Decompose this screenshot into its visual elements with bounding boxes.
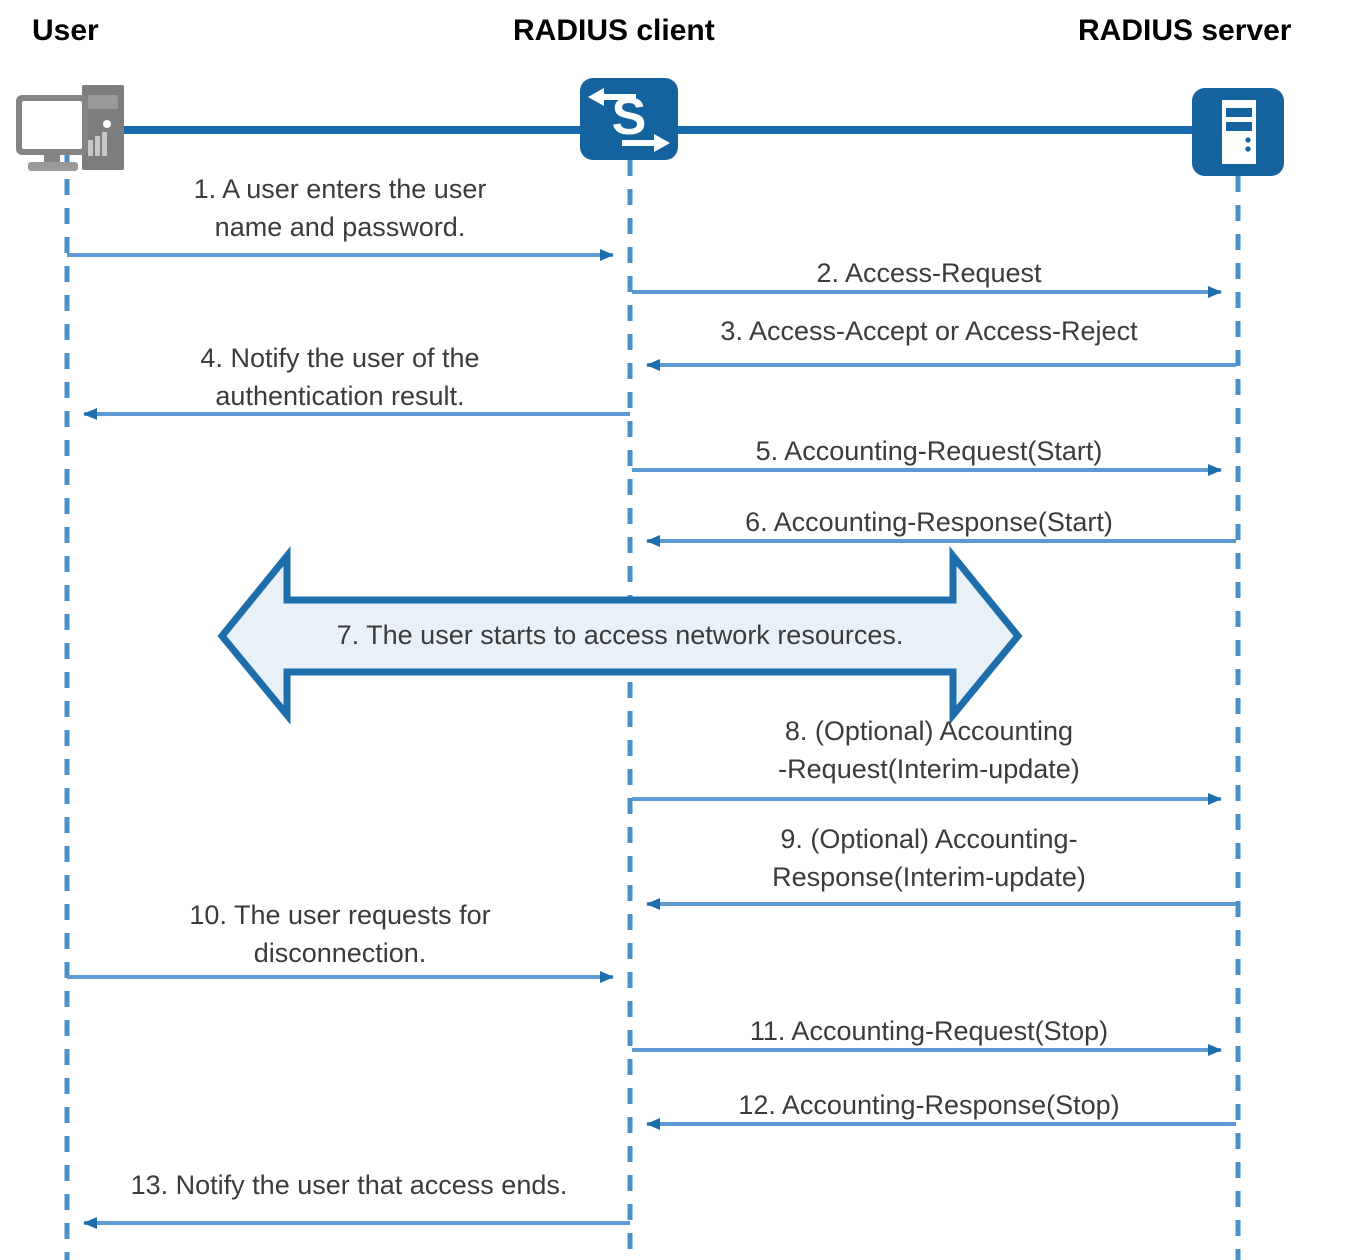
lifelines	[64, 150, 1241, 1260]
actor-title-radius-server: RADIUS server	[1078, 14, 1292, 47]
server-icon	[1192, 88, 1284, 176]
message-arrows	[67, 249, 1236, 1229]
svg-text:S: S	[612, 88, 647, 146]
switch-icon: S	[580, 78, 678, 160]
desktop-computer-icon	[16, 85, 124, 171]
access-resources-band	[217, 546, 1023, 725]
actor-title-user: User	[32, 14, 99, 47]
actor-title-radius-client: RADIUS client	[513, 14, 715, 47]
band-label-step-7: 7. The user starts to access network res…	[336, 620, 904, 650]
